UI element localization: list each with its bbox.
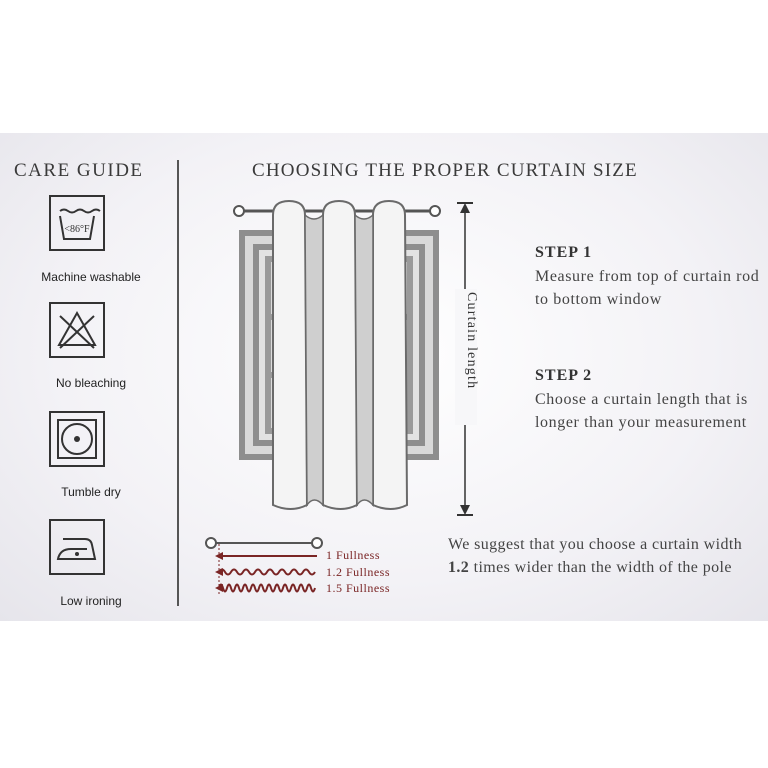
step-1-text: Measure from top of curtain rod to botto… — [535, 268, 760, 308]
width-suggestion: We suggest that you choose a curtain wid… — [448, 533, 758, 579]
vertical-divider — [177, 160, 179, 606]
care-label-no-bleaching: No bleaching — [55, 376, 127, 390]
suggestion-text-start: We suggest that you choose a curtain wid… — [448, 536, 743, 553]
wash-temperature-text: <86°F — [64, 224, 90, 235]
care-label-tumble-dry: Tumble dry — [61, 485, 121, 499]
step-2-text: Choose a curtain length that is longer t… — [535, 391, 748, 431]
step-1-title: STEP 1 — [535, 244, 593, 261]
iron-icon — [49, 519, 105, 575]
main-title: CHOOSING THE PROPER CURTAIN SIZE — [252, 160, 638, 181]
no-bleach-icon — [49, 302, 105, 358]
step-2-title: STEP 2 — [535, 367, 593, 384]
suggestion-text-end: times wider than the width of the pole — [469, 559, 732, 576]
curtain-illustration — [233, 199, 477, 516]
care-label-machine-washable: Machine washable — [41, 270, 141, 284]
fullness-diagram — [205, 537, 323, 594]
fullness-label-1-5: 1.5 Fullness — [326, 581, 391, 595]
tumble-dry-icon — [49, 411, 105, 467]
care-guide-title: CARE GUIDE — [14, 160, 144, 181]
wash-tub-icon: <86°F — [49, 195, 105, 251]
fullness-label-1: 1 Fullness — [326, 548, 381, 562]
curtain-length-label: Curtain length — [464, 292, 479, 390]
fullness-label-1-2: 1.2 Fullness — [326, 565, 391, 579]
suggestion-multiplier: 1.2 — [448, 559, 470, 576]
care-label-low-ironing: Low ironing — [60, 594, 122, 608]
